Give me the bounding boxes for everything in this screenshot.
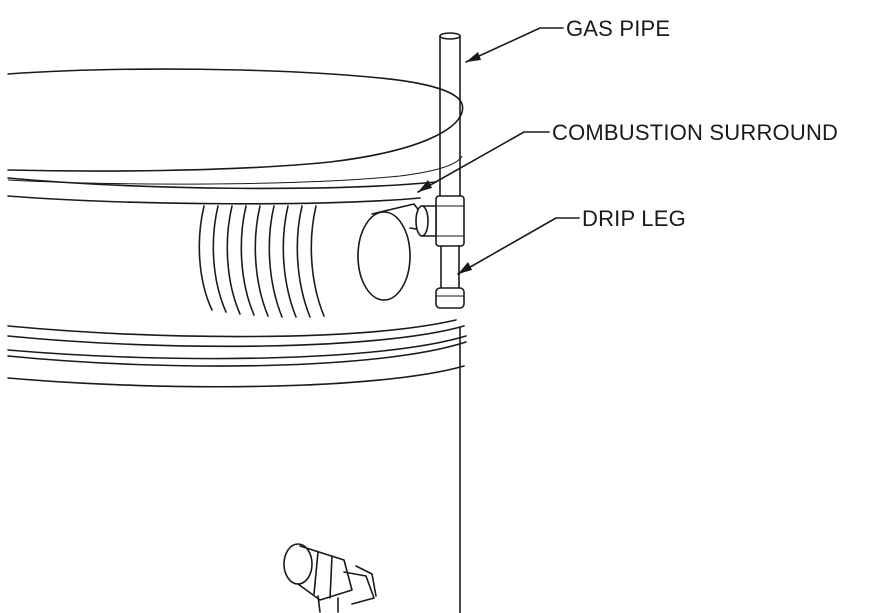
- vent-louvers: [198, 205, 325, 318]
- combustion-surround-label: COMBUSTION SURROUND: [552, 120, 839, 145]
- tank-top: [7, 68, 464, 185]
- leader-drip-leg: [457, 217, 580, 275]
- drain-valve: [283, 543, 377, 613]
- tank-upper-band: [7, 177, 467, 388]
- leader-gas-pipe: [465, 27, 564, 63]
- gas-pipe-assembly: [415, 32, 465, 309]
- leader-combustion-surround: [417, 131, 550, 193]
- drip-leg-label: DRIP LEG: [582, 206, 686, 231]
- gas-pipe-label: GAS PIPE: [566, 16, 671, 41]
